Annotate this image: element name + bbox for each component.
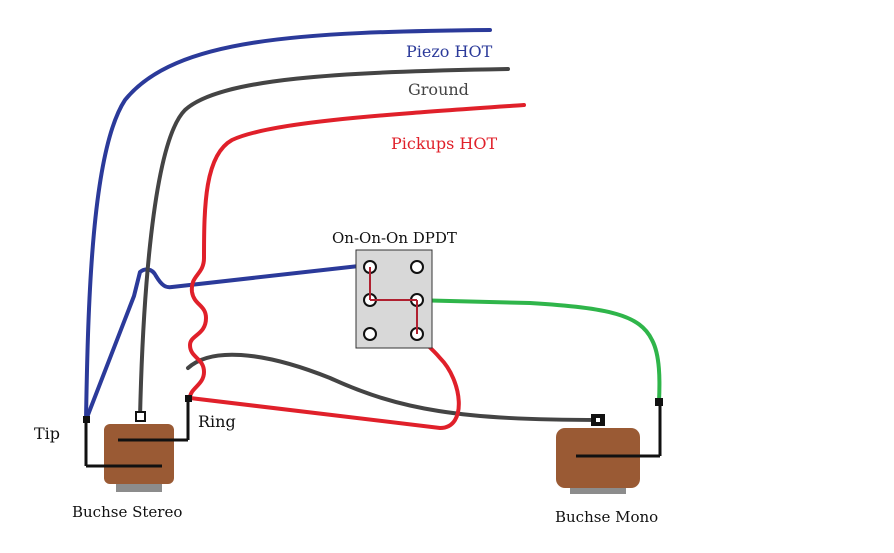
stereo-jack-tip-terminal [83, 416, 90, 423]
piezo-hot-wire [84, 28, 492, 422]
ground-mono-wire [186, 352, 602, 422]
tip-label: Tip [34, 424, 60, 443]
mono-jack-ground-terminal-hole [596, 418, 600, 422]
switch-to-mono-wire [368, 297, 662, 404]
mono-jack [556, 398, 663, 494]
ground-wire [138, 67, 510, 420]
stereo-jack-sleeve-terminal [135, 411, 146, 422]
stereo-jack-body [104, 424, 174, 484]
piezo-hot-label: Piezo HOT [406, 42, 493, 61]
mono-jack-tip-terminal [655, 398, 663, 406]
mono-jack-label: Buchse Mono [555, 508, 658, 526]
stereo-jack-ring-terminal [185, 395, 192, 402]
switch-label: On-On-On DPDT [332, 229, 457, 247]
stereo-jack [83, 395, 192, 492]
switch-lug [410, 260, 424, 274]
switch-lug [363, 327, 377, 341]
mono-jack-body [556, 428, 640, 488]
stereo-jack-label: Buchse Stereo [72, 503, 182, 521]
pickups-hot-label: Pickups HOT [391, 134, 497, 153]
pickups-hot-wire [187, 103, 526, 400]
ground-label: Ground [408, 80, 469, 99]
ring-label: Ring [198, 412, 236, 431]
piezo-hot-switch-wire [84, 263, 370, 422]
